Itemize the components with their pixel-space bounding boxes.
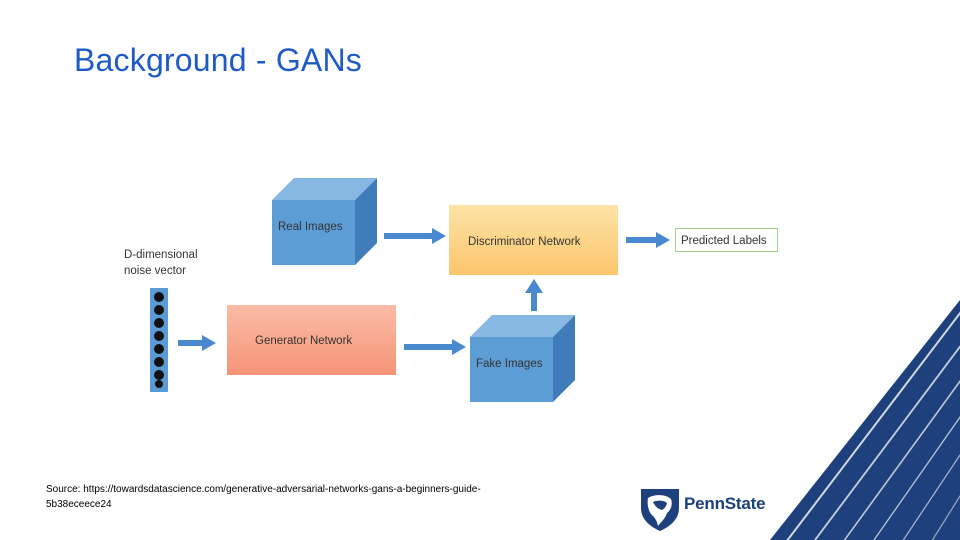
noise-vector-dot-icon bbox=[154, 370, 164, 380]
real-images-cube-top bbox=[272, 178, 377, 200]
real-images-cube-side bbox=[355, 178, 377, 265]
corner-decoration bbox=[770, 300, 960, 540]
discriminator-network-fill bbox=[449, 205, 618, 275]
noise-vector-dot-icon bbox=[154, 305, 164, 315]
source-citation-line2: 5b38eceece24 bbox=[46, 499, 112, 510]
noise-vector-dot-icon bbox=[154, 344, 164, 354]
real-images-cube-front bbox=[272, 200, 355, 265]
noise-vector-label-line2: noise vector bbox=[124, 265, 186, 277]
fake-images-label: Fake Images bbox=[476, 358, 543, 370]
source-citation: Source: https://towardsdatascience.com/g… bbox=[46, 482, 546, 512]
discriminator-network-box: Discriminator Network bbox=[449, 205, 618, 275]
discriminator-network-label: Discriminator Network bbox=[468, 236, 581, 248]
noise-vector-dot-icon bbox=[154, 318, 164, 328]
penn-state-logo: PennState bbox=[636, 486, 776, 532]
noise-vector-dot-icon bbox=[154, 357, 164, 367]
noise-vector bbox=[150, 288, 168, 392]
fake-images-cube-side bbox=[553, 315, 575, 402]
fake-images-cube-front bbox=[470, 337, 553, 402]
fake-images-cube-top bbox=[470, 315, 575, 337]
lion-shield-icon bbox=[641, 489, 679, 531]
real-images-cube: Real Images bbox=[272, 178, 377, 265]
predicted-labels-box: Predicted Labels bbox=[675, 228, 778, 252]
right-arrow-icon bbox=[404, 339, 466, 355]
noise-vector-label-line1: D-dimensional bbox=[124, 249, 198, 261]
noise-vector-dot-icon bbox=[155, 380, 163, 388]
predicted-labels-border bbox=[675, 228, 778, 252]
generator-network-label: Generator Network bbox=[255, 335, 352, 347]
real-images-label: Real Images bbox=[278, 221, 343, 233]
source-citation-line1: Source: https://towardsdatascience.com/g… bbox=[46, 484, 481, 495]
right-arrow-icon bbox=[626, 232, 670, 248]
right-arrow-icon bbox=[178, 335, 216, 351]
predicted-labels-label: Predicted Labels bbox=[681, 235, 767, 247]
slide-title: Background - GANs bbox=[74, 42, 362, 78]
up-arrow-icon bbox=[525, 279, 543, 311]
noise-vector-dot-icon bbox=[154, 331, 164, 341]
right-arrow-icon bbox=[384, 228, 446, 244]
noise-vector-dot-icon bbox=[154, 292, 164, 302]
generator-network-fill bbox=[227, 305, 396, 375]
penn-state-wordmark: PennState bbox=[684, 494, 766, 513]
fake-images-cube: Fake Images bbox=[470, 315, 575, 402]
generator-network-box: Generator Network bbox=[227, 305, 396, 375]
